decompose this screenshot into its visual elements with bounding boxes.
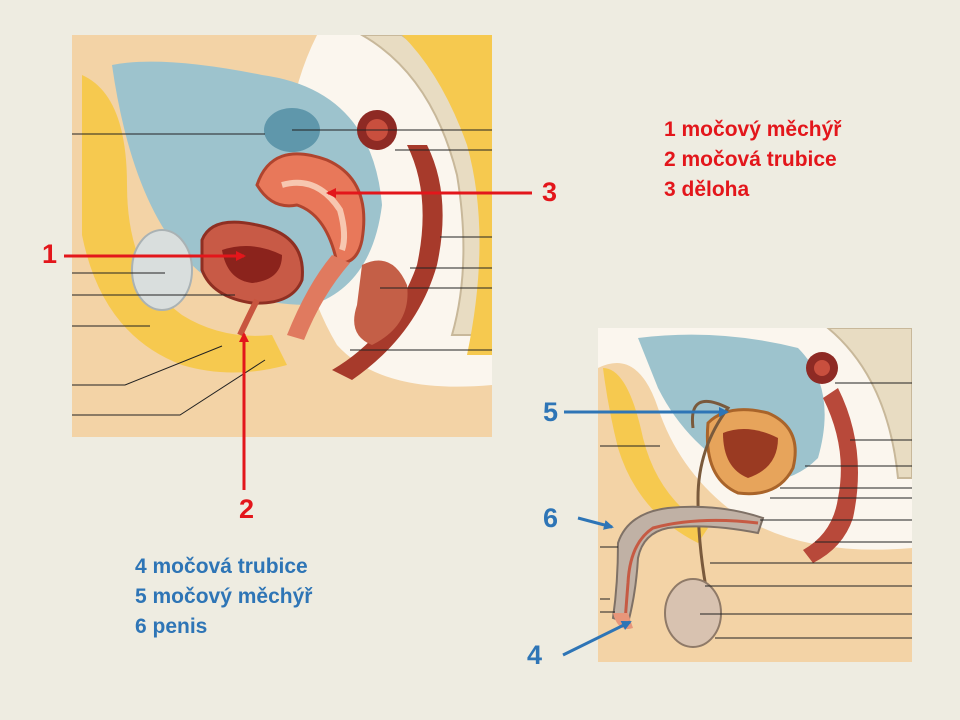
legend-item: 2 močová trubice [664, 148, 837, 171]
female-colon [354, 260, 408, 345]
legend-female: 1 močový měchýř 2 močová trubice 3 děloh… [664, 115, 841, 205]
female-rectum-lumen [366, 119, 388, 141]
female-intestine-loop [264, 108, 320, 152]
female-pelvis-illustration [72, 35, 492, 437]
male-rectum-lumen [814, 360, 830, 376]
female-sacrum-fat [402, 35, 492, 355]
male-sacrum [826, 328, 912, 479]
female-uterus [255, 152, 366, 265]
female-vagina [287, 255, 350, 340]
female-fat-layer [82, 75, 287, 373]
female-uterus-cavity [281, 179, 348, 251]
marker-2: 2 [239, 494, 255, 524]
marker-3: 3 [542, 177, 558, 207]
legend-item: 6 penis [135, 615, 208, 638]
marker-1: 1 [42, 239, 58, 269]
legend-item: 1 močový měchýř [664, 118, 842, 141]
male-pelvis-illustration [598, 328, 912, 662]
male-bladder-lumen [723, 429, 778, 478]
male-rectum [803, 388, 858, 563]
legend-item: 4 močová trubice [135, 555, 308, 578]
marker-6: 6 [543, 503, 559, 533]
female-pubic-bone [131, 229, 193, 311]
legend-item: 5 močový měchýř [135, 585, 313, 608]
male-urethra [623, 518, 759, 624]
marker-5: 5 [543, 397, 559, 427]
marker-4: 4 [527, 640, 543, 670]
legend-item: 3 děloha [664, 178, 750, 201]
legend-male: 4 močová trubice 5 močový měchýř 6 penis [135, 552, 312, 642]
male-testis [664, 578, 722, 648]
male-vas-deferens [690, 399, 731, 599]
